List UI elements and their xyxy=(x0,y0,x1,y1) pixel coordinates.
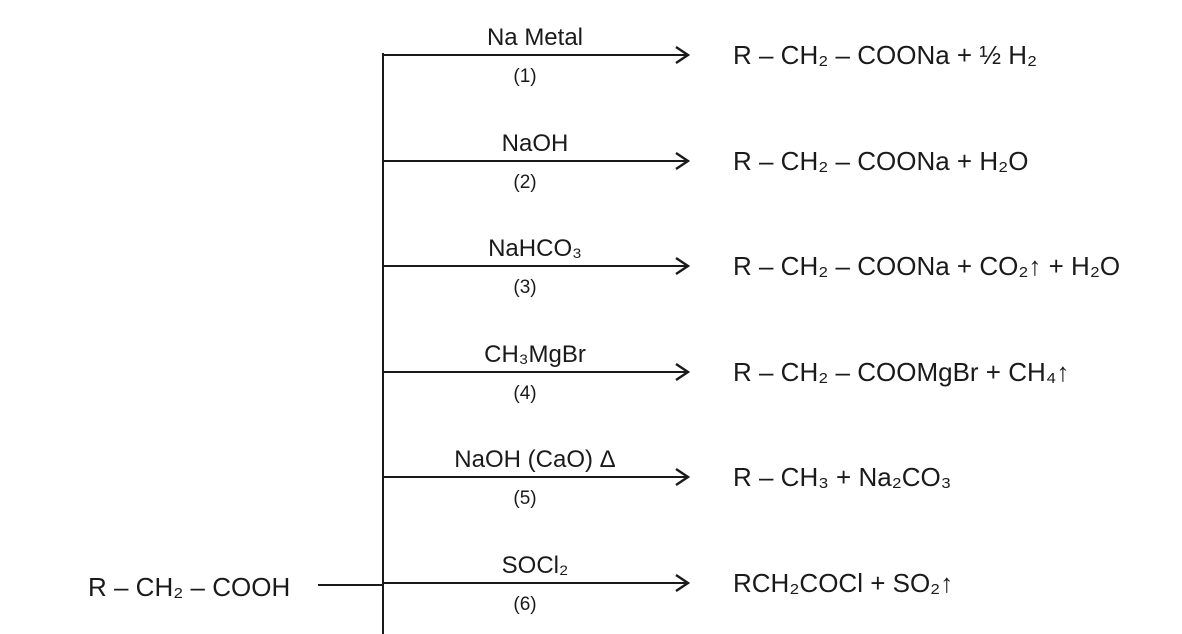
step-number: (2) xyxy=(513,172,536,193)
reagent-label: CH₃MgBr xyxy=(484,341,586,368)
reaction-branches: Na Metal (1) R – CH₂ – COONa + ½ H₂ NaOH (2)… xyxy=(383,24,1120,615)
step-number: (1) xyxy=(513,66,536,87)
reaction-4: CH₃MgBr (4) R – CH₂ – COOMgBr + CH₄↑ xyxy=(383,341,1069,404)
arrow-head-icon xyxy=(675,363,691,381)
reagent-label: NaHCO₃ xyxy=(488,235,582,262)
reaction-3: NaHCO₃ (3) R – CH₂ – COONa + CO₂↑ + H₂O xyxy=(383,235,1120,298)
arrow-head-icon xyxy=(675,468,691,486)
product-label: R – CH₂ – COONa + ½ H₂ xyxy=(733,40,1037,70)
arrow-head-icon xyxy=(675,152,691,170)
product-label: R – CH₂ – COONa + H₂O xyxy=(733,146,1028,176)
reaction-1: Na Metal (1) R – CH₂ – COONa + ½ H₂ xyxy=(383,24,1037,87)
step-number: (6) xyxy=(513,594,536,615)
reagent-label: NaOH (CaO) Δ xyxy=(454,446,615,473)
step-number: (3) xyxy=(513,277,536,298)
step-number: (4) xyxy=(513,383,536,404)
product-label: R – CH₂ – COONa + CO₂↑ + H₂O xyxy=(733,251,1120,281)
product-label: R – CH₂ – COOMgBr + CH₄↑ xyxy=(733,357,1069,387)
product-label: RCH₂COCl + SO₂↑ xyxy=(733,568,953,598)
arrow-head-icon xyxy=(675,574,691,592)
arrow-head-icon xyxy=(675,46,691,64)
reagent-label: Na Metal xyxy=(487,24,583,51)
reactant-label: R – CH₂ – COOH xyxy=(88,572,290,602)
reaction-5: NaOH (CaO) Δ (5) R – CH₃ + Na₂CO₃ xyxy=(383,446,951,509)
arrow-head-icon xyxy=(675,257,691,275)
reagent-label: NaOH xyxy=(502,130,569,157)
step-number: (5) xyxy=(513,488,536,509)
reaction-2: NaOH (2) R – CH₂ – COONa + H₂O xyxy=(383,130,1028,193)
product-label: R – CH₃ + Na₂CO₃ xyxy=(733,462,951,492)
reaction-6: SOCl₂ (6) RCH₂COCl + SO₂↑ xyxy=(383,552,953,615)
reagent-label: SOCl₂ xyxy=(502,552,569,579)
